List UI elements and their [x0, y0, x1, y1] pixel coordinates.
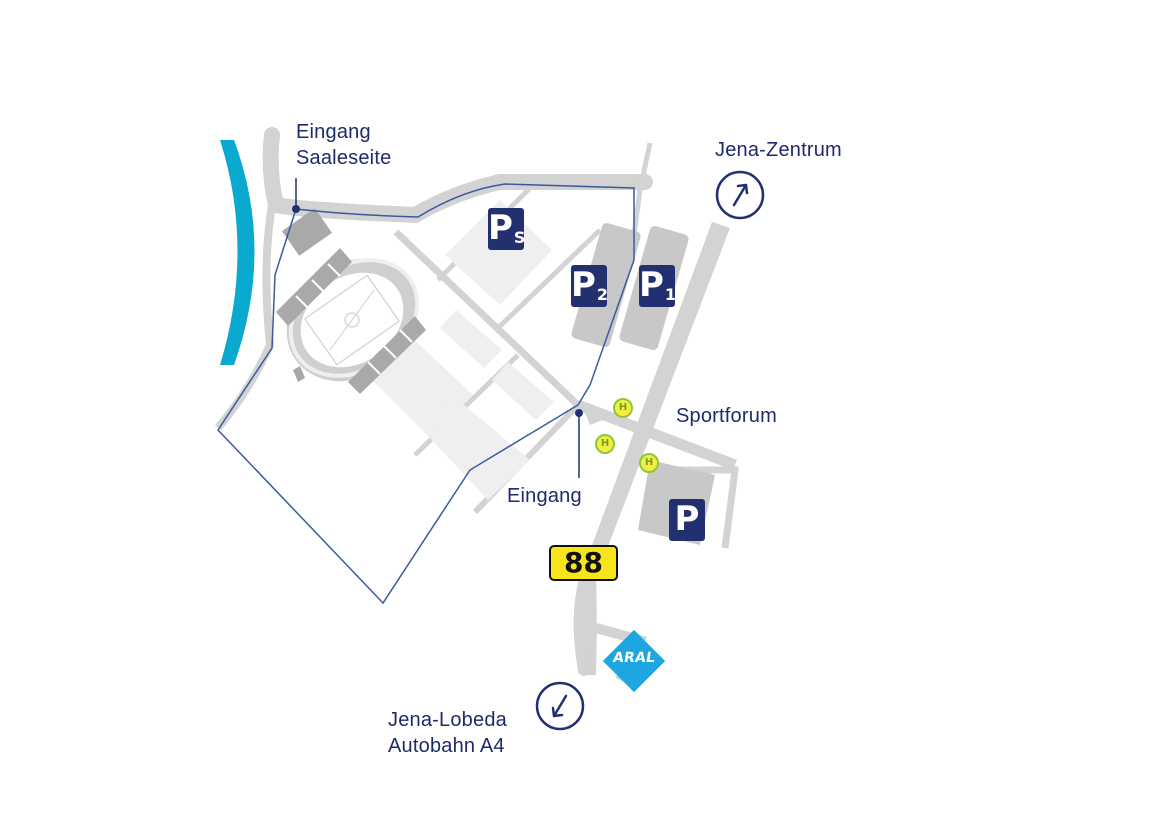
entrance-markers: [292, 178, 583, 478]
label-autobahn: Autobahn A4: [388, 735, 505, 757]
parking-ps-icon: PS: [488, 208, 526, 250]
label-entrance-main: Eingang: [507, 485, 582, 507]
parking-ps-letter: P: [488, 208, 513, 248]
parking-p2-sub: 2: [596, 285, 609, 304]
stadium: [276, 208, 426, 394]
river-saale: [220, 140, 255, 365]
label-entrance-saale-line2: Saaleseite: [296, 147, 392, 169]
label-entrance-saale-line1: Eingang: [296, 121, 371, 143]
parking-p1-sub: 1: [664, 285, 677, 304]
parking-p2-letter: P: [571, 265, 596, 305]
route-88-sign: 88: [549, 545, 618, 581]
bus-stop-icon: H: [595, 434, 615, 454]
label-jena-zentrum: Jena-Zentrum: [715, 139, 842, 161]
bus-stop-icon: H: [639, 453, 659, 473]
parking-p2-icon: P2: [571, 265, 609, 307]
aral-station-label: ARAL: [611, 650, 657, 666]
perimeter-road: [262, 127, 653, 224]
label-sportforum: Sportforum: [676, 405, 777, 427]
parking-p1-icon: P1: [639, 265, 677, 307]
road-west: [214, 204, 276, 431]
label-jena-lobeda: Jena-Lobeda: [388, 709, 507, 731]
parking-ps-sub: S: [513, 228, 526, 247]
parking-p-icon: P: [669, 499, 705, 541]
bus-stop-icon: H: [613, 398, 633, 418]
parking-p-letter: P: [674, 499, 700, 539]
parking-p1-letter: P: [639, 265, 664, 305]
sports-fields: [372, 200, 554, 500]
arrow-down-left-circle-icon: [535, 681, 585, 731]
arrow-up-right-circle-icon: [715, 170, 765, 220]
venue-boundary: [217, 183, 635, 605]
